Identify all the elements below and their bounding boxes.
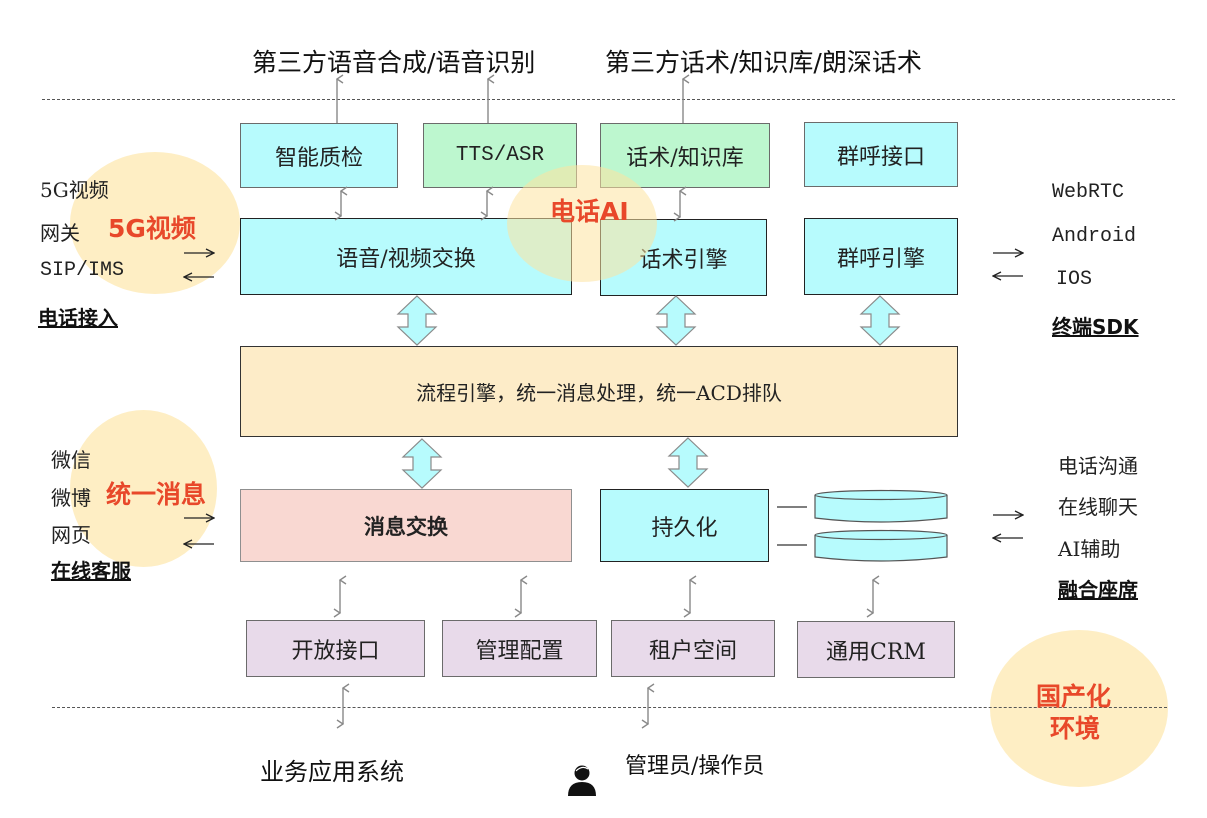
persistence-label: 持久化 bbox=[651, 515, 718, 541]
highlight-circle-5g-video bbox=[70, 152, 240, 294]
process-engine-label: 流程引擎，统一消息处理，统一ACD排队 bbox=[416, 381, 782, 405]
tts-asr-box[interactable]: TTS/ASR bbox=[423, 123, 577, 188]
group-call-api-box[interactable]: 群呼接口 bbox=[804, 122, 958, 187]
right-bottom-line-3: AI辅助 bbox=[1058, 537, 1121, 561]
right-bottom-line-1: 电话沟通 bbox=[1058, 454, 1138, 478]
right-bottom-line-2: 在线聊天 bbox=[1058, 495, 1138, 519]
bottom-boundary-line bbox=[52, 707, 1167, 708]
person-icon bbox=[568, 765, 596, 796]
script-kb-label: 话术/知识库 bbox=[626, 145, 744, 171]
tenant-space-label: 租户空间 bbox=[648, 638, 737, 664]
left-bottom-line-2: 微博 bbox=[51, 486, 91, 510]
process-engine-box[interactable]: 流程引擎，统一消息处理，统一ACD排队 bbox=[240, 346, 958, 437]
message-switch-label: 消息交换 bbox=[364, 514, 448, 539]
script-engine-label: 话术引擎 bbox=[639, 247, 728, 273]
group-call-engine-label: 群呼引擎 bbox=[836, 246, 925, 272]
block-arrow-core-persistence bbox=[667, 437, 709, 488]
open-api-box[interactable]: 开放接口 bbox=[246, 620, 425, 677]
tenant-space-box[interactable]: 租户空间 bbox=[611, 620, 775, 677]
highlight-5g-video: 5G视频 bbox=[108, 214, 196, 243]
highlight-circle-phone-ai bbox=[507, 165, 657, 282]
quality-check-box[interactable]: 智能质检 bbox=[240, 123, 398, 188]
highlight-phone-ai: 电话AI bbox=[550, 197, 629, 226]
converged-agent-title: 融合座席 bbox=[1058, 578, 1138, 602]
phone-access-title: 电话接入 bbox=[38, 306, 118, 330]
left-top-line-3: SIP/IMS bbox=[40, 259, 125, 282]
quality-check-label: 智能质检 bbox=[274, 145, 363, 171]
external-tts-asr-provider: 第三方语音合成/语音识别 bbox=[252, 48, 536, 77]
persistence-box[interactable]: 持久化 bbox=[600, 489, 769, 562]
block-arrow-script-core bbox=[655, 295, 697, 346]
group-call-engine-box[interactable]: 群呼引擎 bbox=[804, 218, 958, 295]
left-bottom-line-3: 网页 bbox=[51, 523, 91, 547]
right-top-line-2: Android bbox=[1052, 225, 1137, 248]
top-boundary-line bbox=[42, 99, 1175, 100]
block-arrow-voice-core bbox=[396, 295, 438, 346]
block-arrow-core-message bbox=[401, 438, 443, 489]
general-crm-box[interactable]: 通用CRM bbox=[797, 621, 955, 678]
right-top-line-3: IOS bbox=[1056, 268, 1093, 291]
general-crm-label: 通用CRM bbox=[826, 639, 926, 665]
admin-operator-label: 管理员/操作员 bbox=[625, 754, 765, 779]
left-bottom-line-1: 微信 bbox=[51, 448, 91, 472]
database-icon-1 bbox=[814, 489, 948, 523]
highlight-localization-line2: 环境 bbox=[1050, 714, 1101, 743]
database-icon-2 bbox=[814, 529, 948, 562]
message-switch-box[interactable]: 消息交换 bbox=[240, 489, 572, 562]
business-system-label: 业务应用系统 bbox=[260, 758, 404, 786]
tts-asr-label: TTS/ASR bbox=[455, 144, 545, 167]
right-top-line-1: WebRTC bbox=[1052, 181, 1125, 204]
highlight-localization-line1: 国产化 bbox=[1036, 682, 1112, 711]
voice-video-switch-label: 语音/视频交换 bbox=[336, 246, 476, 272]
online-service-title: 在线客服 bbox=[51, 559, 131, 583]
left-top-line-1: 5G视频 bbox=[40, 178, 109, 202]
highlight-unified-message: 统一消息 bbox=[106, 480, 207, 509]
open-api-label: 开放接口 bbox=[291, 638, 380, 664]
terminal-sdk-title: 终端SDK bbox=[1052, 315, 1139, 339]
admin-config-label: 管理配置 bbox=[475, 638, 564, 664]
admin-config-box[interactable]: 管理配置 bbox=[442, 620, 597, 677]
block-arrow-group-core bbox=[859, 295, 901, 346]
highlight-circle-unified-message bbox=[70, 410, 217, 567]
group-call-api-label: 群呼接口 bbox=[836, 144, 925, 170]
external-script-kb-provider: 第三方话术/知识库/朗深话术 bbox=[605, 48, 922, 77]
left-top-line-2: 网关 bbox=[40, 221, 80, 245]
highlight-circle-localization bbox=[990, 630, 1168, 787]
